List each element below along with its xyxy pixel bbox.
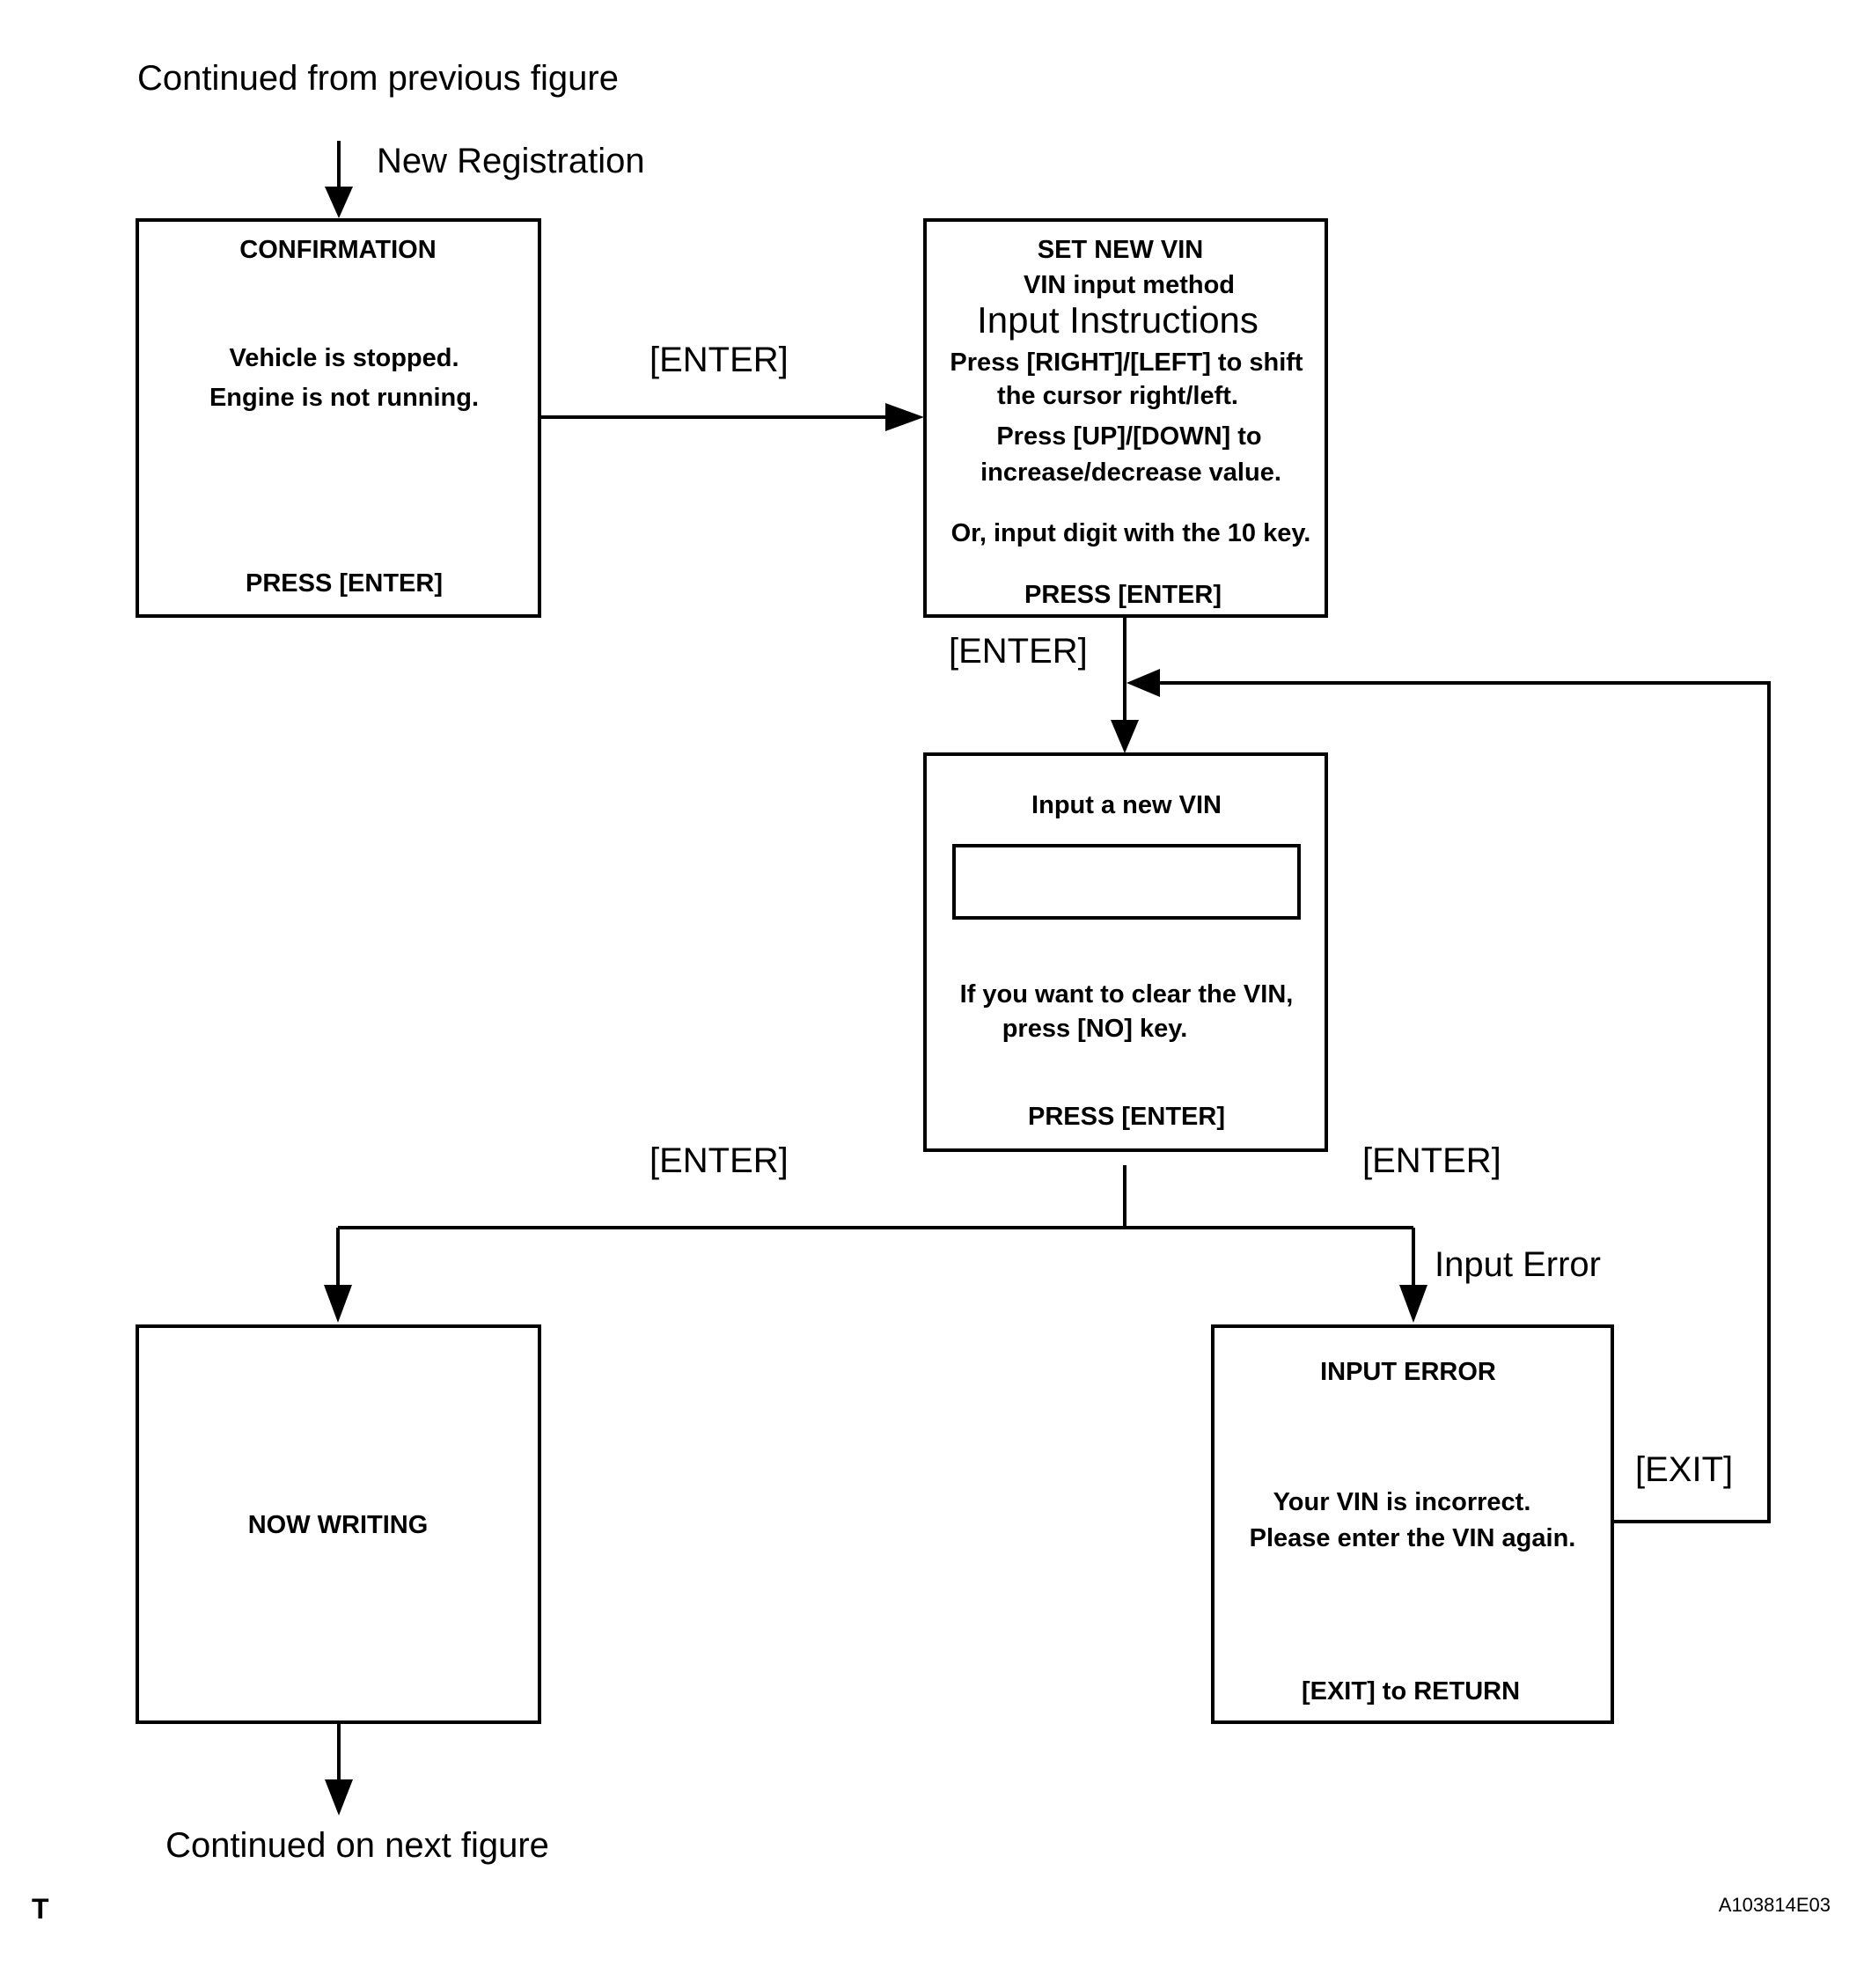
set-vin-line4: increase/decrease value.: [980, 458, 1281, 487]
edge-label-input-error: Input Error: [1435, 1245, 1601, 1284]
input-error-screen: [1211, 1324, 1614, 1724]
confirmation-footer: PRESS [ENTER]: [246, 569, 443, 598]
input-error-line2: Please enter the VIN again.: [1250, 1524, 1576, 1552]
exit-arrow-head: [325, 1779, 353, 1816]
exit-return-arrow-head: [1126, 669, 1160, 697]
input-vin-screen: [923, 752, 1328, 1152]
input-error-title: INPUT ERROR: [1320, 1358, 1496, 1386]
edge-label-exit: [EXIT]: [1635, 1450, 1733, 1489]
set-new-vin-screen: [923, 218, 1328, 618]
set-vin-heading: Input Instructions: [977, 299, 1259, 341]
input-vin-line1: If you want to clear the VIN,: [960, 980, 1294, 1009]
vin-entry-field[interactable]: [952, 844, 1301, 920]
edge-label-enter-2: [ENTER]: [949, 632, 1088, 671]
set-vin-title: SET NEW VIN: [1038, 236, 1204, 264]
edge-label-enter-3: [ENTER]: [649, 1141, 789, 1180]
set-vin-subtitle: VIN input method: [1024, 271, 1235, 299]
arrow-head-set-vin: [885, 403, 924, 431]
input-vin-title: Input a new VIN: [1031, 791, 1222, 819]
edge-label-enter-1: [ENTER]: [649, 341, 789, 379]
confirmation-screen: [136, 218, 541, 618]
set-vin-line5: Or, input digit with the 10 key.: [951, 519, 1311, 547]
set-vin-line3: Press [UP]/[DOWN] to: [996, 422, 1261, 451]
input-error-line1: Your VIN is incorrect.: [1273, 1488, 1531, 1516]
input-error-footer: [EXIT] to RETURN: [1302, 1677, 1520, 1706]
set-vin-line2: the cursor right/left.: [997, 382, 1238, 410]
input-vin-footer: PRESS [ENTER]: [1028, 1103, 1225, 1131]
corner-mark: T: [32, 1893, 49, 1925]
continued-from-note: Continued from previous figure: [137, 59, 619, 98]
edge-label-new-registration: New Registration: [377, 142, 645, 180]
arrow-head-input: [1111, 720, 1139, 753]
exit-return-loop: [1160, 681, 1771, 1523]
confirmation-title: CONFIRMATION: [239, 236, 436, 264]
confirmation-line1: Vehicle is stopped.: [229, 344, 459, 372]
figure-id: A103814E03: [1719, 1894, 1831, 1916]
input-vin-line2: press [NO] key.: [1002, 1015, 1188, 1043]
entry-arrow-head: [325, 187, 353, 218]
set-vin-line1: Press [RIGHT]/[LEFT] to shift: [950, 348, 1303, 377]
confirmation-line2: Engine is not running.: [209, 384, 479, 412]
continued-on-note: Continued on next figure: [165, 1826, 549, 1865]
now-writing-title: NOW WRITING: [248, 1511, 429, 1539]
now-writing-screen: [136, 1324, 541, 1724]
arrow-head-now-writing: [324, 1285, 352, 1323]
edge-label-enter-4: [ENTER]: [1362, 1141, 1501, 1180]
set-vin-footer: PRESS [ENTER]: [1024, 581, 1222, 609]
arrow-head-input-error: [1399, 1285, 1427, 1323]
